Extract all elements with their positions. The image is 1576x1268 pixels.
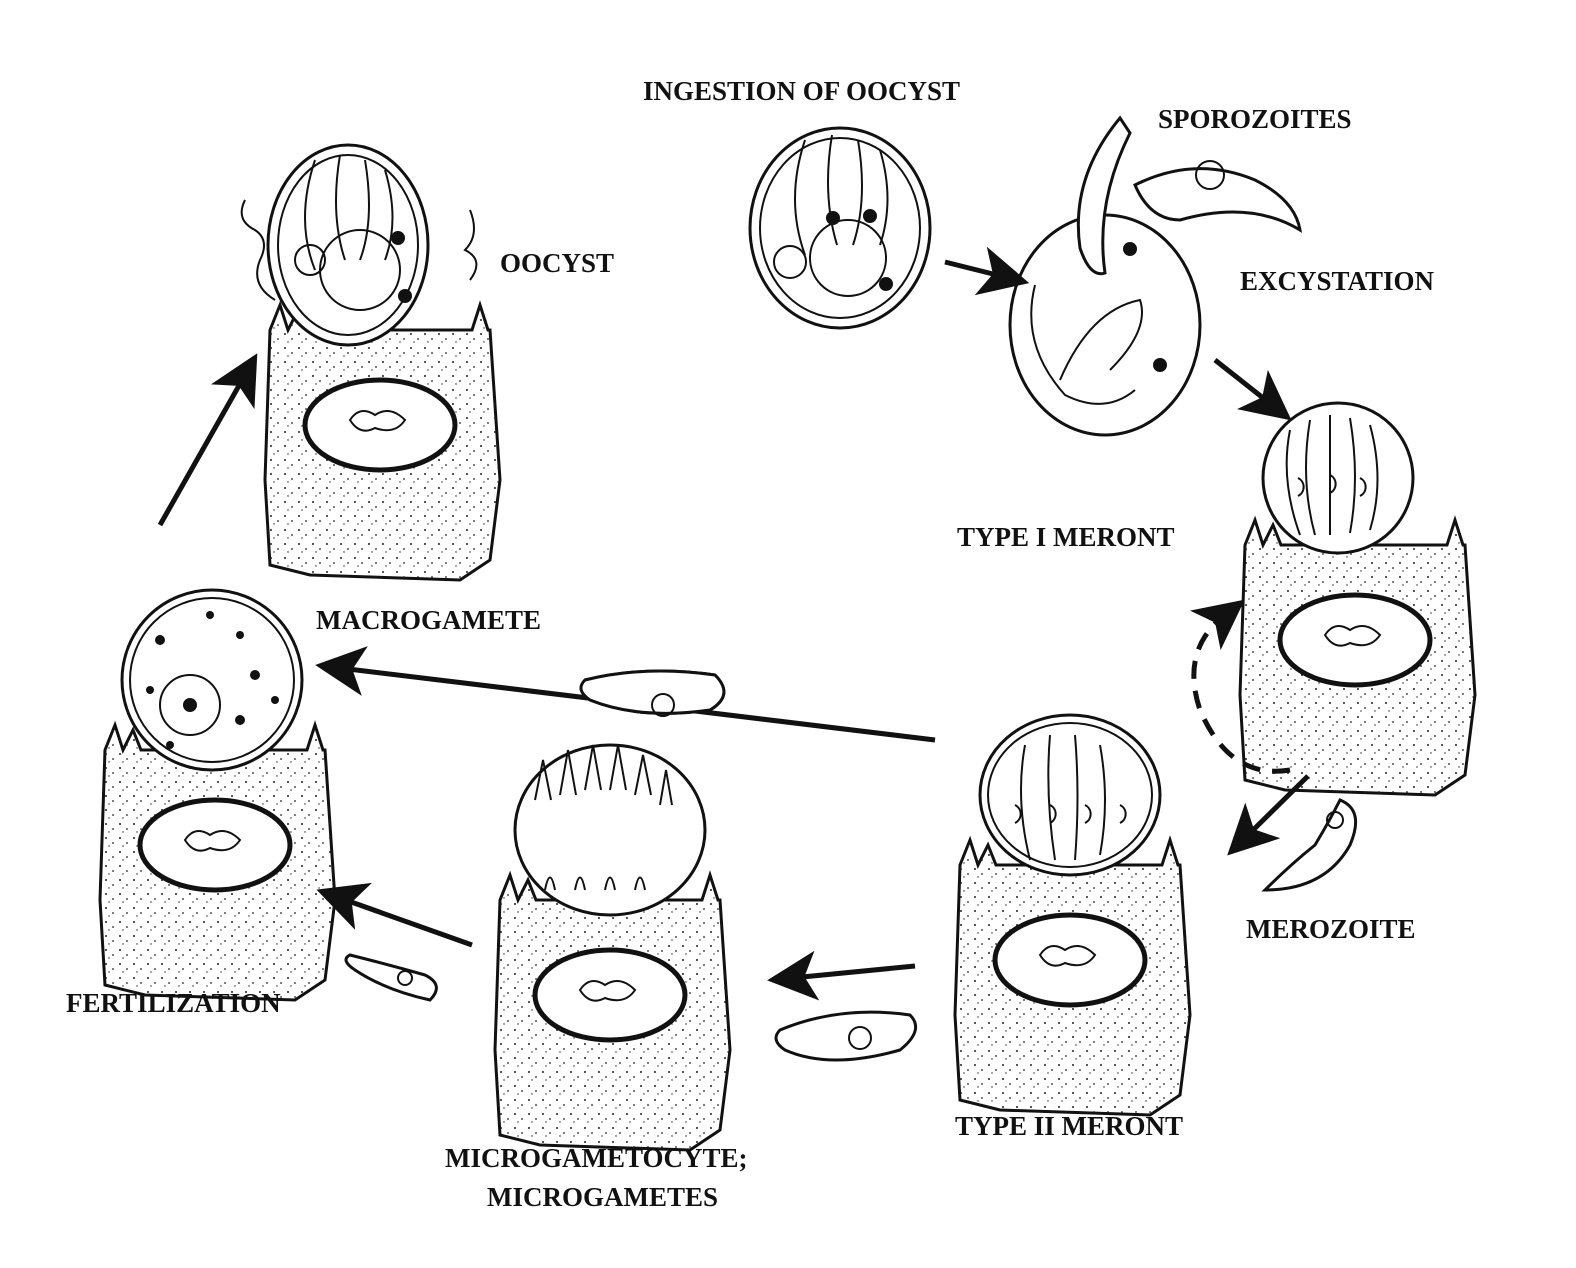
free-microgamete	[344, 953, 438, 1002]
label-type2-meront: TYPE II MERONT	[955, 1111, 1183, 1141]
free-merozoite-bottom	[774, 1010, 918, 1062]
arrow-fertilization-to-oocyst	[157, 353, 258, 527]
arrow-type2-to-microgametocyte	[767, 950, 916, 1001]
label-type1-meront: TYPE I MERONT	[957, 522, 1175, 552]
arrow-ingestion-to-excystation	[944, 246, 1030, 296]
ingested-oocyst-figure	[748, 126, 932, 330]
label-microgametocyte: MICROGAMETOCYTE;	[445, 1143, 748, 1173]
label-macrogamete: MACROGAMETE	[316, 605, 541, 635]
arrow-microgametocyte-to-fertilization	[316, 882, 473, 948]
excystation-figure	[1008, 115, 1303, 437]
free-merozoite-right	[1261, 798, 1358, 892]
microgametocyte-figure	[495, 743, 730, 1150]
arrow-dashed-recycle	[1189, 599, 1291, 774]
label-microgametes: MICROGAMETES	[487, 1182, 718, 1212]
type1-meront-figure	[1240, 401, 1475, 795]
arrow-excystation-to-type1	[1213, 358, 1292, 421]
macrogamete-figure	[100, 588, 335, 1000]
type2-meront-figure	[955, 713, 1190, 1115]
label-sporozoites: SPOROZOITES	[1158, 104, 1352, 134]
label-oocyst: OOCYST	[500, 248, 614, 278]
arrow-type1-to-merozoite	[1227, 774, 1310, 856]
label-ingestion: INGESTION OF OOCYST	[643, 76, 960, 106]
oocyst-figure	[240, 143, 500, 580]
label-merozoite: MEROZOITE	[1246, 914, 1416, 944]
label-excystation: EXCYSTATION	[1240, 266, 1435, 296]
label-fertilization: FERTILIZATION	[66, 988, 281, 1018]
